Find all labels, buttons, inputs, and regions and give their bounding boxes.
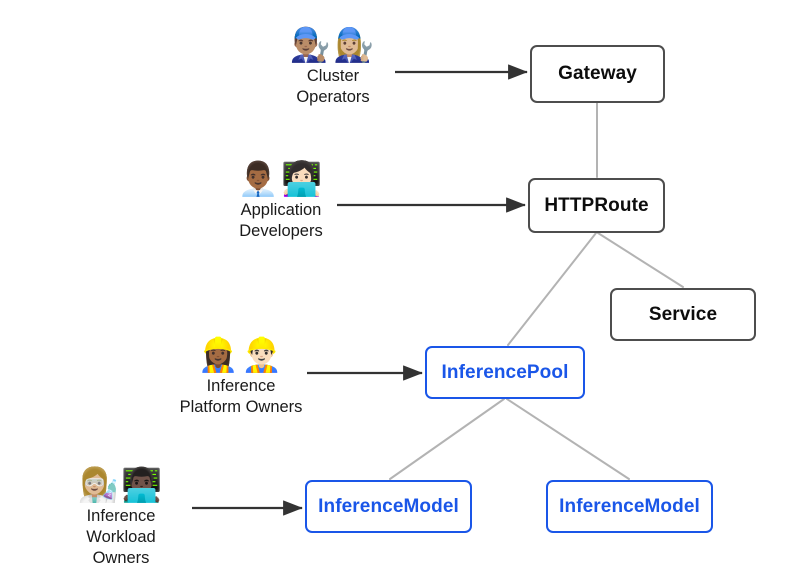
actor-cluster-operators: 👨🏽‍🔧👩🏼‍🔧Cluster Operators	[277, 25, 389, 108]
node-label: InferencePool	[441, 361, 569, 383]
actor-label: Application Developers	[239, 200, 323, 240]
edge-httproute-pool	[507, 232, 597, 346]
actor-inference-workload-owners: 👩🏼‍🔬👨🏿‍💻Inference Workload Owners	[56, 465, 186, 569]
actor-label: Cluster Operators	[296, 66, 370, 106]
actor-avatars-icon: 👨🏾‍💼👩🏻‍💻	[237, 159, 325, 198]
actor-inference-platform-owners: 👷🏾‍♀️👷🏻‍♂️Inference Platform Owners	[176, 335, 306, 418]
node-inferencemodel2[interactable]: InferenceModel	[546, 480, 713, 533]
node-inferencepool[interactable]: InferencePool	[425, 346, 585, 399]
node-label: HTTPRoute	[544, 194, 649, 216]
node-label: Gateway	[558, 63, 637, 84]
node-httproute[interactable]: HTTPRoute	[528, 178, 665, 233]
actor-avatars-icon: 👷🏾‍♀️👷🏻‍♂️	[197, 335, 285, 374]
edge-pool-model1	[389, 398, 505, 480]
edge-httproute-service	[597, 232, 684, 288]
actor-arrows	[192, 64, 528, 516]
actor-application-developers: 👨🏾‍💼👩🏻‍💻Application Developers	[222, 159, 340, 242]
edge-pool-model2	[506, 398, 630, 480]
node-label: Service	[648, 303, 718, 325]
node-label: InferenceModel	[318, 495, 459, 517]
node-label: InferenceModel	[559, 495, 700, 517]
actor-label: Inference Workload Owners	[86, 506, 156, 567]
actor-label: Inference Platform Owners	[179, 376, 303, 416]
node-service[interactable]: Service	[610, 288, 756, 341]
actor-avatars-icon: 👩🏼‍🔬👨🏿‍💻	[77, 465, 165, 504]
node-gateway[interactable]: Gateway	[530, 45, 665, 103]
node-inferencemodel1[interactable]: InferenceModel	[305, 480, 472, 533]
actor-avatars-icon: 👨🏽‍🔧👩🏼‍🔧	[289, 25, 377, 64]
